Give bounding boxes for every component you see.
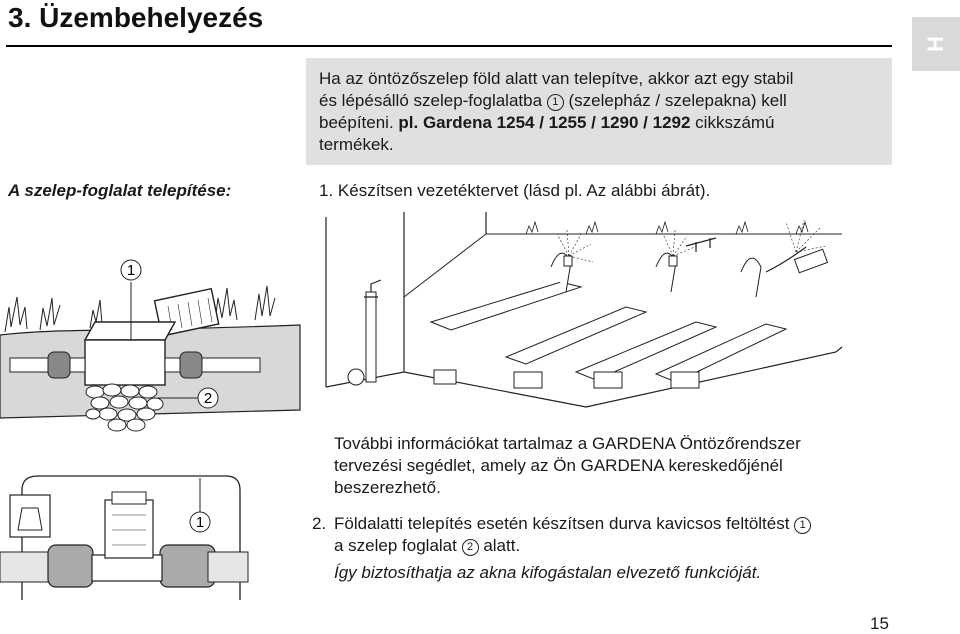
valve-box-cross-section: 1 2	[0, 259, 301, 432]
step-text: a szelep foglalat	[334, 536, 462, 555]
callout-1: 1	[196, 514, 204, 531]
info-paragraph: További információkat tartalmaz a GARDEN…	[334, 433, 902, 499]
reference-number: 1	[546, 94, 564, 111]
step-1: 1. Készítsen vezetéktervet (lásd pl. Az …	[319, 181, 711, 200]
reference-number: 2	[461, 539, 479, 556]
section-label: A szelep-foglalat telepítése:	[8, 181, 232, 200]
info-line: beszerezhető.	[334, 478, 441, 497]
page-title: 3. Üzembehelyezés	[8, 2, 264, 33]
note-box: Ha az öntözőszelep föld alatt van telepí…	[306, 58, 892, 165]
step-text: alatt.	[478, 536, 521, 555]
callout-1: 1	[127, 262, 135, 279]
info-line: tervezési segédlet, amely az Ön GARDENA …	[334, 456, 783, 475]
step-2: 2. Földalatti telepítés esetén készítsen …	[312, 513, 902, 557]
title-divider	[6, 45, 892, 47]
product-numbers: pl. Gardena 1254 / 1255 / 1290 / 1292	[398, 113, 691, 132]
step-text: Földalatti telepítés esetén készítsen du…	[334, 514, 795, 533]
note-line: beépíteni. pl. Gardena 1254 / 1255 / 129…	[319, 112, 892, 134]
callout-2: 2	[204, 390, 212, 407]
reference-number: 1	[794, 517, 812, 534]
note-line: és lépésálló szelep-foglalatba 1 (szelep…	[319, 90, 892, 112]
note-text: cikkszámú	[690, 113, 775, 132]
note-line: Ha az öntözőszelep föld alatt van telepí…	[319, 69, 794, 88]
note-text: (szelepház / szelepakna) kell	[563, 91, 787, 110]
note-line: termékek.	[319, 135, 394, 154]
language-tab-label: H	[922, 36, 948, 52]
note-text: beépíteni.	[319, 113, 399, 132]
closing-note: Így biztosíthatja az akna kifogástalan e…	[334, 563, 762, 582]
info-line: További információkat tartalmaz a GARDEN…	[334, 434, 801, 453]
step-number: 2.	[312, 514, 327, 533]
irrigation-layout-diagram	[325, 212, 843, 408]
note-text: és lépésálló szelep-foglalatba	[319, 91, 547, 110]
valve-detail-diagram: 1	[0, 475, 249, 600]
page-number: 15	[870, 614, 889, 633]
language-tab: H	[912, 17, 960, 71]
